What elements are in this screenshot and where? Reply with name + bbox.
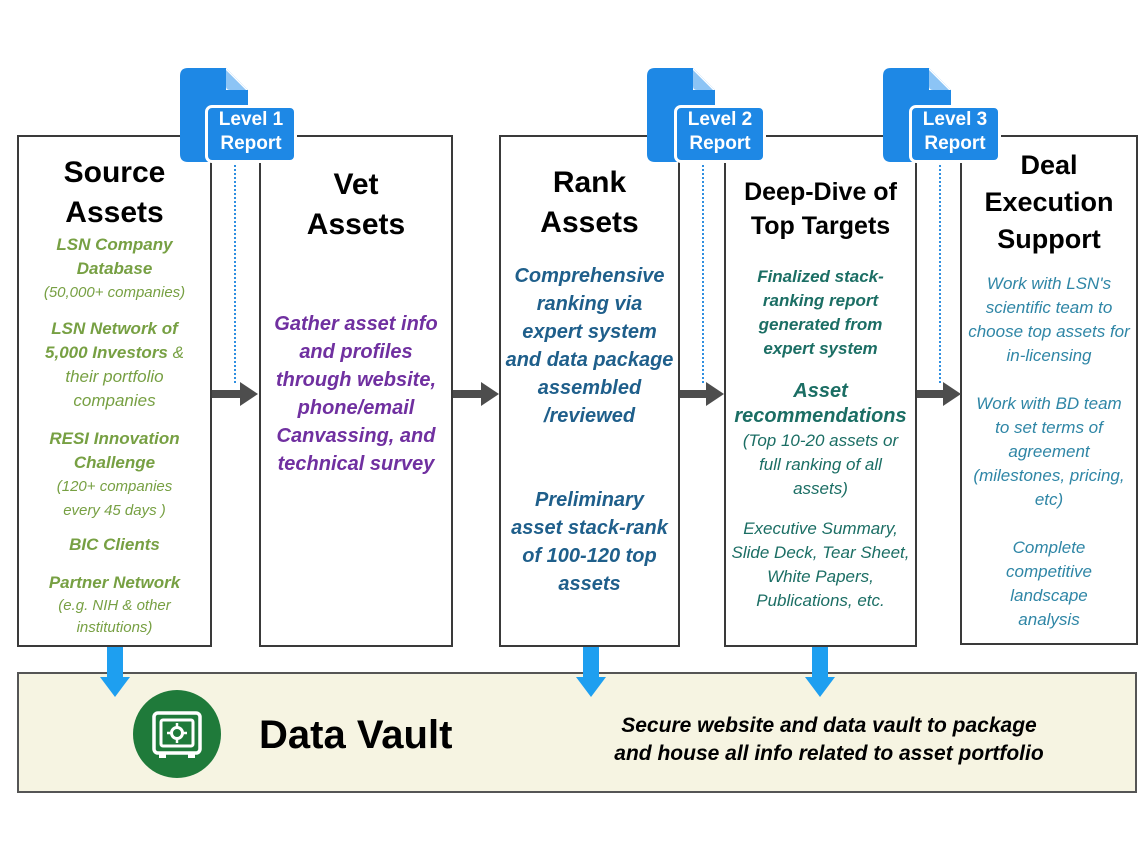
stage-title: Deep-Dive of bbox=[744, 178, 897, 206]
deep-dive-recommendations-detail: (Top 10-20 assets or full ranking of all… bbox=[742, 431, 899, 498]
source-item-label: BIC Clients bbox=[69, 535, 160, 554]
data-vault-panel: Data Vault Secure website and data vault… bbox=[17, 672, 1137, 793]
source-item-detail: (e.g. NIH & other institutions) bbox=[58, 597, 171, 636]
report-label: Level 3 Report bbox=[909, 105, 1001, 163]
down-arrow bbox=[805, 647, 835, 697]
down-arrow bbox=[100, 647, 130, 697]
rank-description: Comprehensive ranking via expert system … bbox=[505, 265, 674, 427]
stage-title: Rank bbox=[552, 166, 627, 199]
stage-deep-dive: Deep-Dive of Top Targets Finalized stack… bbox=[724, 135, 917, 647]
data-vault-title: Data Vault bbox=[259, 713, 453, 757]
deal-item: Work with LSN's scientific team to choos… bbox=[968, 274, 1130, 365]
report-label: Level 1 Report bbox=[205, 105, 297, 163]
stage-title: Vet bbox=[333, 168, 379, 201]
stage-title: Assets bbox=[540, 206, 639, 239]
stage-deal-execution: Deal Execution Support Work with LSN's s… bbox=[960, 135, 1138, 645]
source-item-detail: & their portfolio companies bbox=[65, 343, 184, 410]
stage-title: Deal bbox=[1020, 150, 1078, 180]
flow-arrow bbox=[680, 382, 724, 406]
rank-result: Preliminary asset stack-rank of 100-120 … bbox=[511, 489, 668, 595]
report-connector bbox=[939, 160, 941, 383]
report-connector bbox=[702, 160, 704, 383]
down-arrow bbox=[576, 647, 606, 697]
source-item-label: RESI Innovation Challenge bbox=[49, 429, 180, 472]
stage-rank-assets: Rank Assets Comprehensive ranking via ex… bbox=[499, 135, 680, 647]
deep-dive-recommendations: Asset recommendations bbox=[734, 380, 907, 427]
stage-title: Assets bbox=[65, 196, 164, 229]
deal-item: Work with BD team to set terms of agreem… bbox=[973, 394, 1125, 509]
flow-arrow bbox=[212, 382, 258, 406]
safe-icon bbox=[133, 690, 221, 778]
stage-title: Execution bbox=[984, 187, 1114, 217]
source-item-label: LSN Network of 5,000 Investors bbox=[45, 319, 178, 362]
deep-dive-report: Finalized stack-ranking report generated… bbox=[757, 267, 884, 358]
deep-dive-deliverables: Executive Summary, Slide Deck, Tear Shee… bbox=[731, 519, 910, 610]
deal-item: Complete competitive landscape analysis bbox=[1006, 538, 1092, 629]
source-item-label: Partner Network bbox=[48, 573, 181, 592]
vet-description: Gather asset info and profiles through w… bbox=[274, 313, 438, 475]
stage-source-assets: Source Assets LSN Company Database (50,0… bbox=[17, 135, 212, 647]
source-item-detail: (120+ companies every 45 days ) bbox=[56, 478, 173, 519]
source-item-label: LSN Company Database bbox=[56, 235, 173, 278]
report-label: Level 2 Report bbox=[674, 105, 766, 163]
stage-title: Top Targets bbox=[750, 212, 891, 240]
stage-vet-assets: Vet Assets Gather asset info and profile… bbox=[259, 135, 453, 647]
report-connector bbox=[234, 160, 236, 383]
stage-title: Assets bbox=[306, 208, 406, 241]
source-item-detail: (50,000+ companies) bbox=[43, 284, 186, 301]
data-vault-description: Secure website and data vault to package bbox=[621, 714, 1037, 737]
flow-arrow bbox=[917, 382, 961, 406]
flow-arrow bbox=[453, 382, 499, 406]
stage-title: Source bbox=[63, 156, 166, 189]
data-vault-description: and house all info related to asset port… bbox=[614, 742, 1044, 765]
stage-title: Support bbox=[997, 224, 1101, 254]
